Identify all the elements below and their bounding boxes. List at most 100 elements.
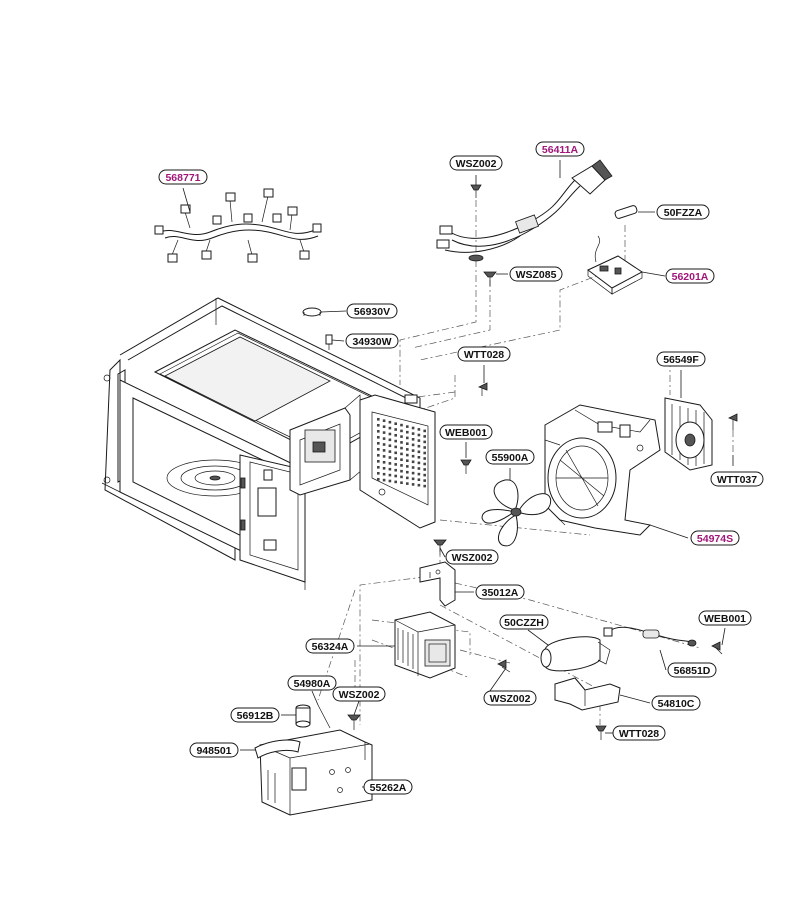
perforation-hole bbox=[388, 450, 392, 453]
perforation-hole bbox=[406, 476, 409, 480]
side-panel-perforated bbox=[359, 394, 436, 529]
part-label-56930v: 56930V bbox=[346, 303, 398, 319]
label-oval bbox=[332, 686, 386, 702]
label-oval bbox=[483, 690, 537, 706]
label-oval bbox=[287, 675, 337, 691]
perforation-hole bbox=[406, 453, 409, 457]
perforation-hole bbox=[394, 422, 397, 425]
perforation-hole bbox=[382, 478, 386, 482]
label-oval bbox=[667, 662, 717, 678]
part-label-wsz002-mid: WSZ002 bbox=[445, 549, 499, 565]
label-text: 56912B bbox=[237, 710, 274, 722]
label-text: 56851D bbox=[674, 665, 711, 677]
perforation-hole bbox=[377, 418, 380, 421]
perforation-hole bbox=[417, 478, 421, 481]
perforation-hole bbox=[394, 434, 397, 437]
perforation-hole bbox=[382, 467, 386, 470]
magnetron bbox=[394, 611, 456, 679]
part-label-wsz085: WSZ085 bbox=[509, 266, 563, 282]
perforation-hole bbox=[417, 444, 421, 448]
perforation-hole bbox=[382, 472, 386, 476]
fan-duct bbox=[544, 404, 661, 536]
perforation-hole bbox=[411, 454, 415, 458]
label-oval bbox=[656, 351, 706, 367]
perforation-hole bbox=[417, 472, 421, 476]
label-text: 50CZZH bbox=[504, 617, 544, 629]
screws bbox=[347, 271, 738, 740]
perforation-hole bbox=[377, 454, 380, 457]
perforation-hole bbox=[411, 483, 415, 486]
part-labels: 568771 WSZ002 56411A 50FZZA WSZ085 56201… bbox=[158, 141, 764, 795]
wire-harness bbox=[154, 188, 322, 263]
perforation-hole bbox=[400, 423, 403, 427]
label-text: WTT028 bbox=[464, 349, 504, 361]
part-label-56549f: 56549F bbox=[656, 351, 706, 367]
part-label-56411a: 56411A bbox=[535, 141, 585, 157]
capacitor-bracket bbox=[419, 561, 456, 607]
label-text: WTT028 bbox=[619, 728, 659, 740]
part-label-wsz002-bottom: WSZ002 bbox=[332, 686, 386, 702]
label-text: 56411A bbox=[542, 144, 579, 156]
label-oval bbox=[499, 614, 549, 630]
part-label-54980a: 54980A bbox=[287, 675, 337, 691]
thermal-sensor-wire bbox=[603, 626, 697, 647]
part-label-55262a: 55262A bbox=[363, 779, 413, 795]
label-oval bbox=[509, 266, 563, 282]
perforation-hole bbox=[417, 456, 421, 459]
perforation-hole bbox=[388, 444, 392, 447]
perforation-hole bbox=[400, 458, 403, 461]
perforation-hole bbox=[406, 436, 409, 440]
hv-transformer bbox=[254, 729, 373, 816]
label-oval bbox=[189, 742, 239, 758]
fuse bbox=[614, 205, 638, 219]
hv-capacitor bbox=[540, 636, 611, 672]
perforation-hole bbox=[406, 465, 409, 468]
label-text: WSZ002 bbox=[452, 552, 493, 564]
control-board bbox=[587, 235, 643, 295]
label-oval bbox=[535, 141, 585, 157]
perforation-hole bbox=[388, 420, 392, 424]
label-text: WEB001 bbox=[445, 427, 487, 439]
label-text: 56201A bbox=[672, 271, 709, 283]
perforation-hole bbox=[394, 468, 397, 472]
perforation-hole bbox=[382, 449, 386, 452]
label-oval bbox=[485, 449, 535, 465]
label-oval bbox=[710, 471, 764, 487]
part-label-948501: 948501 bbox=[189, 742, 239, 758]
part-label-wtt037: WTT037 bbox=[710, 471, 764, 487]
perforation-hole bbox=[406, 430, 409, 434]
label-text: 55900A bbox=[492, 452, 529, 464]
perforation-hole bbox=[417, 439, 421, 442]
label-text: 568771 bbox=[165, 172, 200, 184]
perforation-hole bbox=[377, 472, 380, 475]
label-text: WSZ002 bbox=[456, 158, 497, 170]
part-label-34930w: 34930W bbox=[345, 333, 399, 349]
perforation-hole bbox=[388, 462, 392, 465]
label-oval bbox=[656, 204, 710, 220]
perforation-hole bbox=[377, 424, 380, 427]
label-oval bbox=[690, 530, 740, 546]
label-oval bbox=[457, 346, 511, 362]
perforation-hole bbox=[394, 480, 397, 484]
perforation-hole bbox=[377, 460, 380, 463]
perforation-hole bbox=[400, 452, 403, 456]
thermostat-and-switch bbox=[302, 307, 333, 350]
label-oval bbox=[439, 424, 493, 440]
perforation-hole bbox=[394, 445, 397, 449]
perforation-hole bbox=[423, 473, 426, 477]
perforation-hole bbox=[417, 483, 421, 487]
label-oval bbox=[651, 695, 701, 711]
label-text: WTT037 bbox=[717, 474, 757, 486]
perforation-hole bbox=[377, 436, 380, 439]
label-text: WSZ085 bbox=[516, 269, 557, 281]
label-oval bbox=[346, 303, 398, 319]
perforation-hole bbox=[388, 467, 392, 471]
label-text: WSZ002 bbox=[339, 689, 380, 701]
perforation-hole bbox=[400, 446, 403, 450]
perforation-hole bbox=[394, 457, 397, 460]
perforation-hole bbox=[388, 456, 392, 459]
part-label-50fzza: 50FZZA bbox=[656, 204, 710, 220]
part-label-54974s: 54974S bbox=[690, 530, 740, 546]
perforation-hole bbox=[423, 446, 426, 449]
